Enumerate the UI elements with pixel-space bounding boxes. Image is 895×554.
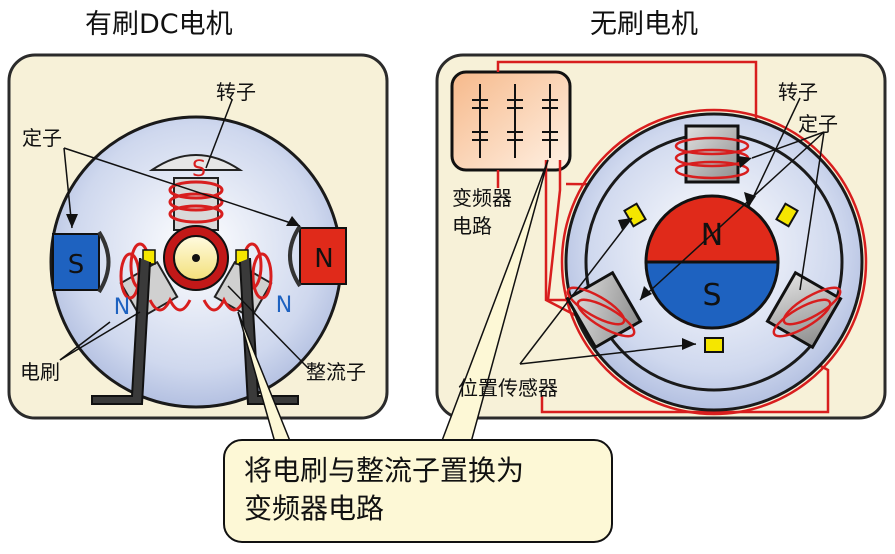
brushless-motor-panel: N S (435, 53, 887, 420)
stator-pole-shoe-left (97, 230, 111, 294)
right-rotor-label: 转子 (778, 80, 818, 104)
brushed-motor-panel: S N S N N (7, 53, 389, 420)
rotor-shaft (192, 254, 200, 262)
left-rotor-label: 转子 (216, 80, 256, 104)
brushed-motor-title: 有刷DC电机 (85, 9, 233, 40)
callout-box (223, 439, 613, 543)
inverter-label-line2: 电路 (452, 214, 492, 238)
stator-pole-n-label: N (314, 244, 333, 274)
brush-left (91, 257, 151, 405)
right-arrow-heads (618, 156, 756, 350)
left-leader-lines (59, 99, 309, 369)
position-sensor-bottom (704, 337, 724, 353)
stator-pole-shoe-right (288, 224, 302, 288)
brushless-motor-title: 无刷电机 (590, 9, 698, 40)
rotor-pole-right-label: N (276, 293, 292, 318)
inverter-transistors-icon (472, 84, 558, 158)
right-leader-lines (519, 97, 825, 365)
rotor-magnet-north (644, 194, 780, 264)
stator-magnet-s (52, 233, 100, 291)
callout-line-2: 变频器电路 (244, 492, 385, 525)
left-stator-label: 定子 (22, 126, 62, 150)
right-motor-red-ring (560, 108, 868, 416)
left-commutator-label: 整流子 (306, 360, 366, 384)
callout-line-1: 将电刷与整流子置换为 (244, 454, 525, 487)
callout (223, 159, 613, 543)
inverter-circuit-box (450, 70, 572, 172)
left-brush-label: 电刷 (20, 360, 60, 384)
rotor-pole-left-label: N (114, 295, 130, 320)
left-arrow-heads (66, 214, 300, 228)
callout-text: 将电刷与整流子置换为 变频器电路 (244, 452, 604, 528)
rotor-pole-top-label: S (192, 157, 206, 182)
position-sensor-label: 位置传感器 (458, 376, 558, 400)
inverter-label-line1: 变频器 (452, 186, 512, 210)
stator-pole-s-label: S (68, 250, 85, 280)
right-stator-label: 定子 (798, 112, 838, 136)
rotor-magnet-south (644, 260, 780, 330)
rotor-south-label: S (702, 278, 721, 313)
rotor-north-label: N (701, 218, 723, 253)
stator-magnet-n (299, 227, 347, 285)
rotor-cap-top (148, 154, 244, 171)
position-sensor-right (775, 202, 799, 228)
